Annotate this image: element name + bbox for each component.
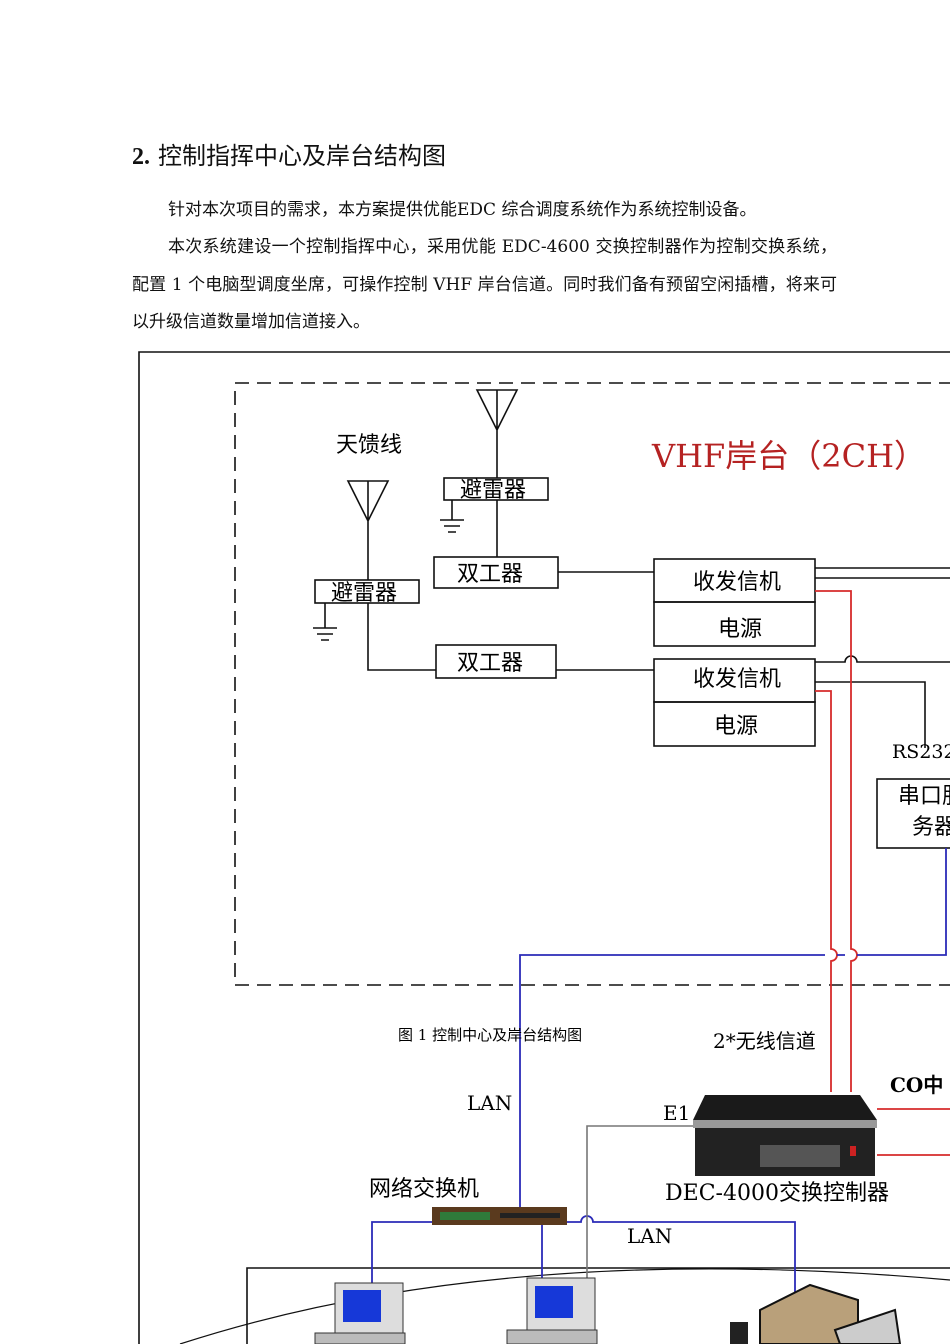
section-number: 2. xyxy=(132,144,150,170)
station-dashed-box xyxy=(234,382,950,986)
antenna-label: 天馈线 xyxy=(336,433,402,458)
co-label: CO中 xyxy=(890,1073,943,1097)
antenna-icon xyxy=(475,389,519,478)
antenna-icon xyxy=(346,480,390,580)
transceiver-label-1: 收发信机 xyxy=(693,570,781,595)
e1-label: E1 xyxy=(663,1101,690,1125)
duplexer-box-2 xyxy=(435,644,557,679)
transceiver-label-2: 收发信机 xyxy=(693,667,781,692)
duplexer-label-2: 双工器 xyxy=(457,651,523,676)
power-label-2: 电源 xyxy=(714,714,758,739)
controller-label: DEC-4000交换控制器 xyxy=(665,1181,889,1206)
serial-server-box xyxy=(876,778,950,849)
arrester-label-1: 避雷器 xyxy=(460,478,526,503)
pc-icon xyxy=(314,1282,406,1344)
arrester-box-2 xyxy=(314,579,420,604)
rs232-label: RS232 xyxy=(892,741,950,763)
exchange-controller-icon xyxy=(693,1095,877,1176)
power-label-1: 电源 xyxy=(718,617,762,642)
serial-server-label-2: 务器 xyxy=(912,815,950,840)
server-icon xyxy=(730,1283,902,1344)
serial-server-label-1: 串口服 xyxy=(898,784,950,809)
figure-caption: 图 1 控制中心及岸台结构图 xyxy=(398,1026,582,1044)
section-heading: 2. 控制指挥中心及岸台结构图 xyxy=(132,136,446,171)
power-box-2 xyxy=(653,701,816,747)
lan-label-1: LAN xyxy=(467,1091,512,1115)
duplexer-label-1: 双工器 xyxy=(457,562,523,587)
arrester-box-1 xyxy=(443,477,549,501)
paragraph-1: 针对本次项目的需求，本方案提供优能EDC 综合调度系统作为系统控制设备。 xyxy=(168,200,757,220)
power-box-1 xyxy=(653,601,816,647)
station-title: VHF岸台（2CH） xyxy=(651,437,926,475)
paragraph-2: 本次系统建设一个控制指挥中心，采用优能 EDC-4600 交换控制器作为控制交换… xyxy=(132,237,837,332)
pc-icon xyxy=(506,1277,598,1344)
section-title: 控制指挥中心及岸台结构图 xyxy=(158,142,446,170)
arrester-label-2: 避雷器 xyxy=(331,581,397,606)
network-switch-icon xyxy=(432,1207,567,1225)
wireless-channels-label: 2*无线信道 xyxy=(713,1029,816,1053)
switch-label: 网络交换机 xyxy=(369,1177,479,1202)
lan-label-2: LAN xyxy=(627,1224,672,1248)
outer-frame xyxy=(138,351,950,1344)
